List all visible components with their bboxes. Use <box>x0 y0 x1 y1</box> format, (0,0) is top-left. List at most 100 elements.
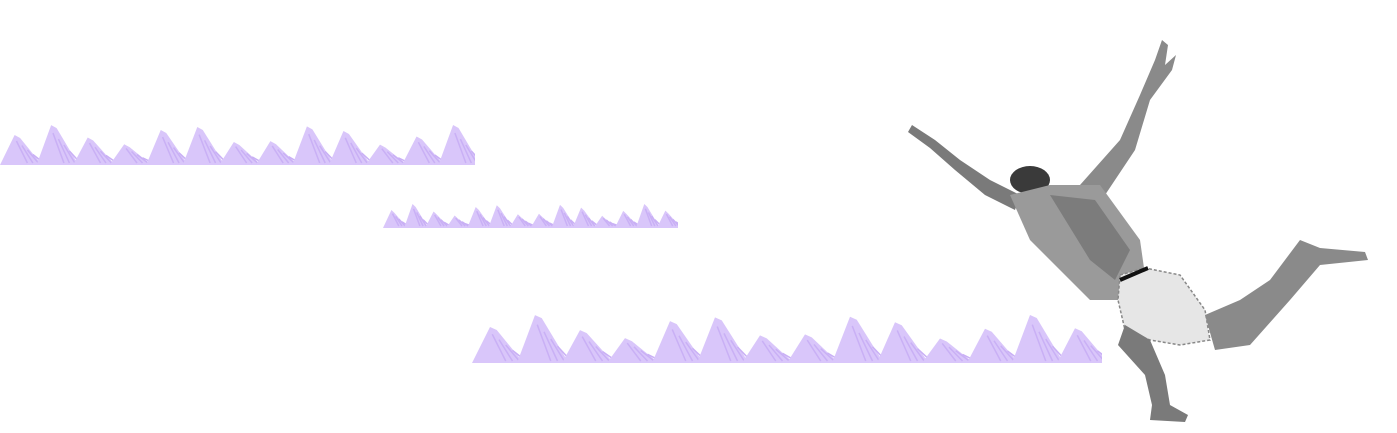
wave-scribble-stroke <box>63 144 76 164</box>
wave-scribble-stroke <box>602 217 611 227</box>
wave-scribble-stroke <box>1045 338 1060 362</box>
wave-scribble-stroke <box>491 333 507 362</box>
wave-scribble-stroke <box>381 148 394 164</box>
wave-scribble-stroke <box>910 342 925 362</box>
wave-scribble-stroke <box>94 146 107 164</box>
wave-scribble-stroke <box>1090 345 1102 360</box>
wave-scribble-stroke <box>521 218 529 227</box>
wave-scribble-stroke <box>458 219 466 227</box>
wave-scribble-stroke <box>26 149 39 164</box>
wave-scribble-stroke <box>993 340 1009 362</box>
wave-scribble-stroke <box>21 145 34 164</box>
wave-scribble-stroke <box>498 339 514 362</box>
wave-scribble-stroke <box>355 147 368 164</box>
wave-scribble-stroke <box>896 330 912 362</box>
diving-man-figure <box>908 40 1368 422</box>
wave-scribble-stroke <box>542 218 551 227</box>
wave-scribble-stroke <box>437 216 445 227</box>
wave-scribble-stroke <box>581 336 597 362</box>
wave-scribble-stroke <box>644 208 653 227</box>
man-body <box>908 40 1368 422</box>
wave-scribble-stroke <box>386 151 399 164</box>
wave-scribble-stroke <box>136 154 149 164</box>
wave-scribble-stroke <box>99 150 112 164</box>
wave-scribble-stroke <box>282 152 295 164</box>
wave-scribble-stroke <box>313 139 326 164</box>
wave-scribble-stroke <box>858 332 874 362</box>
wave-scribble-stroke <box>647 212 656 227</box>
wave-scribble-stroke <box>665 213 674 227</box>
wave-scribble-stroke <box>1038 331 1054 362</box>
wave-scribble-stroke <box>497 209 505 227</box>
wave-scribble-stroke <box>560 209 569 227</box>
wave-scribble-stroke <box>395 215 403 227</box>
wave-scribble-stroke <box>455 217 463 227</box>
wave-scribble-stroke <box>240 149 253 164</box>
wave-scribble-stroke <box>730 339 745 362</box>
wave-scribble-top <box>0 125 475 165</box>
wave-scribble-stroke <box>476 210 484 227</box>
wave-scribble-stroke <box>344 137 357 164</box>
man-left-arm <box>908 125 1020 210</box>
wave-scribble-stroke <box>633 346 649 362</box>
wave-scribble-stroke <box>392 154 405 164</box>
wave-scribble-stroke <box>308 133 321 164</box>
wave-scribble-stroke <box>813 343 829 362</box>
wave-scribble-stroke <box>419 215 427 227</box>
wave-scribble-stroke <box>428 150 441 164</box>
wave-scribble-stroke <box>761 340 777 362</box>
wave-scribble-stroke <box>903 336 919 362</box>
wave-scribble-stroke <box>423 146 436 164</box>
wave-scribble-stroke <box>416 212 424 227</box>
wave-scribble-stroke <box>865 339 880 362</box>
wave-scribble-stroke <box>412 208 421 227</box>
wave-scribble-stroke <box>775 348 790 362</box>
wave-scribble-stroke <box>319 145 332 164</box>
wave-scribble-stroke <box>88 142 102 164</box>
wave-scribble-stroke <box>130 150 144 164</box>
wave-scribble-stroke <box>518 216 526 227</box>
wave-scribble-stroke <box>505 344 520 362</box>
wave-scribble-stroke <box>470 150 475 157</box>
man-shorts <box>1117 267 1211 346</box>
wave-scribble-middle <box>383 204 678 228</box>
wave-scribble-stroke <box>536 324 552 362</box>
man-back-leg <box>1205 240 1368 350</box>
wave-scribble-stroke <box>539 216 547 227</box>
wave-scribble-stroke <box>465 144 475 162</box>
wave-scribble-stroke <box>271 145 284 164</box>
wave-scribble-stroke <box>584 214 593 227</box>
wave-scribble-stroke <box>986 335 1002 362</box>
wave-scribble-stroke <box>595 346 610 362</box>
wave-scribble-stroke <box>1000 345 1015 362</box>
wave-scribble-stroke <box>543 331 559 362</box>
man-front-leg <box>1118 325 1188 422</box>
wave-scribble-stroke <box>391 213 400 227</box>
wave-scribble-stroke <box>433 214 442 227</box>
wave-scribble-stroke <box>203 139 217 164</box>
wave-scribble-stroke <box>623 213 632 227</box>
wave-scribble-stroke <box>1083 340 1099 362</box>
wave-scribble-stroke <box>15 140 29 164</box>
wave-scribble-stroke <box>587 217 596 227</box>
wave-scribble-stroke <box>479 214 487 227</box>
wave-scribble-stroke <box>685 341 700 362</box>
wave-scribble-stroke <box>1076 334 1092 362</box>
wave-scribble-stroke <box>716 326 732 362</box>
wave-scribble-stroke <box>235 146 248 164</box>
wave-scribble-stroke <box>768 344 784 362</box>
wave-scribble-stroke <box>277 149 290 164</box>
wave-scribble-stroke <box>125 147 138 164</box>
wave-scribble-stroke <box>167 141 180 164</box>
wave-scribble-stroke <box>806 339 822 362</box>
wave-scribble-stroke <box>417 141 430 164</box>
wave-scribble-stroke <box>851 325 867 362</box>
wave-scribble-stroke <box>723 333 739 362</box>
wave-scribble-stroke <box>941 342 957 362</box>
wave-scribble-stroke <box>605 219 614 227</box>
man-head <box>1010 166 1050 194</box>
wave-scribble-stroke <box>550 338 565 362</box>
wave-peak <box>438 125 475 165</box>
wave-scribble-stroke <box>955 350 970 362</box>
wave-scribble-stroke <box>671 329 687 362</box>
